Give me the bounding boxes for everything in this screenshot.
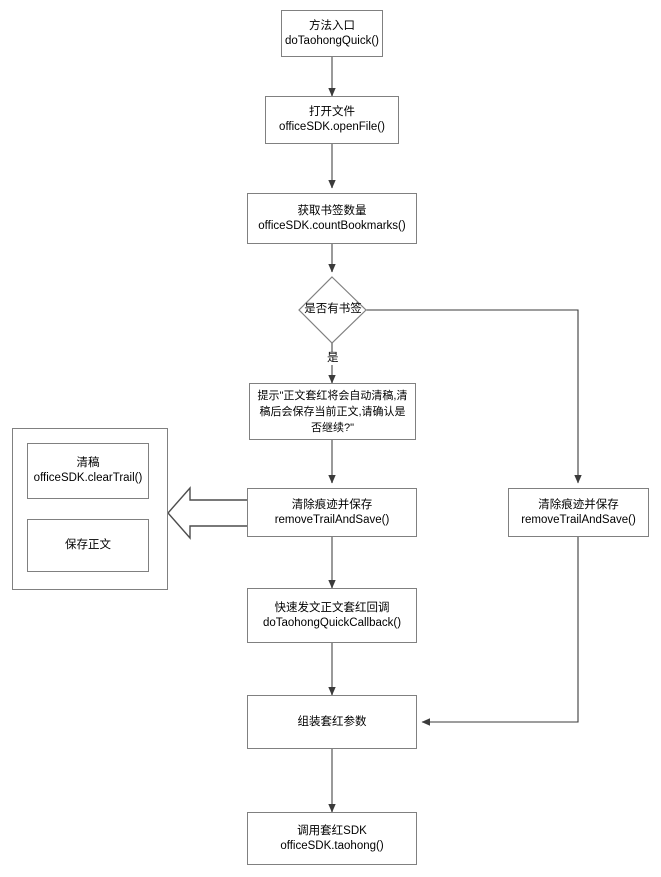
node-call-sdk[interactable]: 调用套红SDK officeSDK.taohong() (247, 812, 417, 865)
node-count-bookmarks-line2: officeSDK.countBookmarks() (258, 219, 406, 232)
node-decision-bookmarks-shape[interactable] (298, 276, 367, 344)
node-prompt-text: 提示"正文套红将会自动清稿,清稿后会保存当前正文,请确认是否继续?" (257, 389, 408, 434)
node-clear-trail[interactable]: 清稿 officeSDK.clearTrail() (27, 443, 149, 499)
edge-label-yes: 是 (325, 352, 341, 365)
node-save-body-line1: 保存正文 (65, 539, 111, 551)
node-remove-trail-main-line2: removeTrailAndSave() (274, 513, 390, 526)
edge-remove-trail-right-to-assemble (421, 537, 579, 726)
node-entry-line2: doTaohongQuick() (285, 34, 379, 47)
node-quick-callback-line1: 快速发文正文套红回调 (274, 601, 390, 614)
node-call-sdk-line1: 调用套红SDK (297, 824, 367, 837)
node-clear-trail-line1: 清稿 (76, 457, 100, 469)
node-quick-callback[interactable]: 快速发文正文套红回调 doTaohongQuickCallback() (247, 588, 417, 643)
node-count-bookmarks[interactable]: 获取书签数量 officeSDK.countBookmarks() (247, 193, 417, 244)
node-assemble-params-line1: 组装套红参数 (297, 715, 367, 728)
node-open-file[interactable]: 打开文件 officeSDK.openFile() (265, 96, 399, 144)
node-assemble-params[interactable]: 组装套红参数 (247, 695, 417, 749)
node-remove-trail-right-line1: 清除痕迹并保存 (538, 498, 619, 511)
block-arrow-to-subprocess (167, 486, 247, 540)
edge-decision-no-to-remove-trail-right (366, 309, 582, 484)
node-open-file-line1: 打开文件 (309, 106, 355, 118)
node-entry[interactable]: 方法入口 doTaohongQuick() (281, 10, 383, 57)
node-remove-trail-right-line2: removeTrailAndSave() (521, 513, 636, 526)
node-count-bookmarks-line1: 获取书签数量 (297, 204, 367, 217)
node-decision-bookmarks-label: 是否有书签 (304, 303, 362, 315)
node-entry-line1: 方法入口 (309, 19, 355, 32)
node-remove-trail-main[interactable]: 清除痕迹并保存 removeTrailAndSave() (247, 488, 417, 537)
node-quick-callback-line2: doTaohongQuickCallback() (262, 616, 402, 629)
node-open-file-line2: officeSDK.openFile() (279, 121, 385, 133)
node-remove-trail-main-line1: 清除痕迹并保存 (291, 498, 373, 511)
node-clear-trail-line2: officeSDK.clearTrail() (33, 472, 143, 484)
node-save-body[interactable]: 保存正文 (27, 519, 149, 572)
node-call-sdk-line2: officeSDK.taohong() (280, 839, 384, 852)
node-remove-trail-right[interactable]: 清除痕迹并保存 removeTrailAndSave() (508, 488, 649, 537)
node-prompt[interactable]: 提示"正文套红将会自动清稿,清稿后会保存当前正文,请确认是否继续?" (249, 383, 416, 440)
